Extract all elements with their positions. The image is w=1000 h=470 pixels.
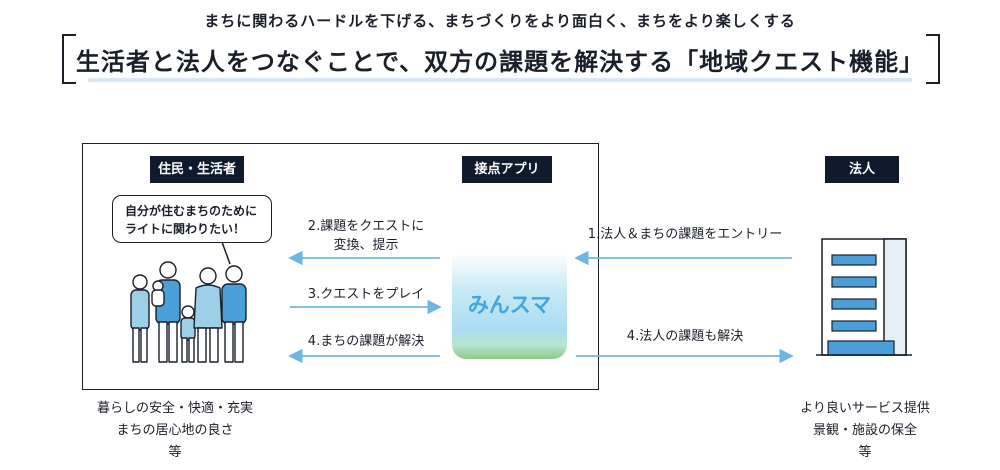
residents-tag: 住民・生活者 <box>150 156 244 183</box>
label-solve-corp: 4.法人の課題も解決 <box>626 329 744 344</box>
benefits-residents: 暮らしの安全・快適・充実 まちの居心地の良さ 等 <box>70 398 280 464</box>
app-name: みんスマ <box>467 293 552 317</box>
label-play: 3.クエストをプレイ <box>307 287 425 302</box>
benefit-right-1: より良いサービス提供 <box>800 401 930 416</box>
label-convert: 2.課題をクエストに 変換、提示 <box>307 219 425 253</box>
left-bracket <box>62 34 76 84</box>
benefit-left-2: まちの居心地の良さ <box>116 423 234 438</box>
benefit-left-1: 暮らしの安全・快適・充実 <box>96 401 253 416</box>
benefit-right-2: 景観・施設の保全 <box>812 423 917 438</box>
bubble-line-1: 自分が住むまちのために <box>125 204 258 218</box>
page-title: 生活者と法人をつなぐことで、双方の課題を解決する「地域クエスト機能」 <box>75 48 925 76</box>
residents-app-frame <box>82 143 599 390</box>
subtitle: まちに関わるハードルを下げる、まちづくりをより面白く、まちをより楽しくする <box>204 12 796 30</box>
residents-illustration-icon <box>130 241 247 363</box>
right-bracket <box>926 34 940 84</box>
building-icon <box>816 238 912 356</box>
app-icon[interactable]: みんスマ <box>452 244 567 359</box>
label-entry: 1.法人＆まちの課題をエントリー <box>587 227 783 242</box>
title-underline <box>88 78 912 82</box>
label-solve-town: 4.まちの課題が解決 <box>307 334 425 349</box>
corporation-tag: 法人 <box>825 156 899 183</box>
bubble-line-2: ライトに関わりたい！ <box>125 222 246 236</box>
app-tag: 接点アプリ <box>462 156 552 183</box>
benefit-right-3: 等 <box>858 445 872 460</box>
benefit-left-3: 等 <box>168 445 182 460</box>
benefits-corporation: より良いサービス提供 景観・施設の保全 等 <box>770 398 960 464</box>
speech-bubble: 自分が住むまちのために ライトに関わりたい！ <box>112 195 272 243</box>
